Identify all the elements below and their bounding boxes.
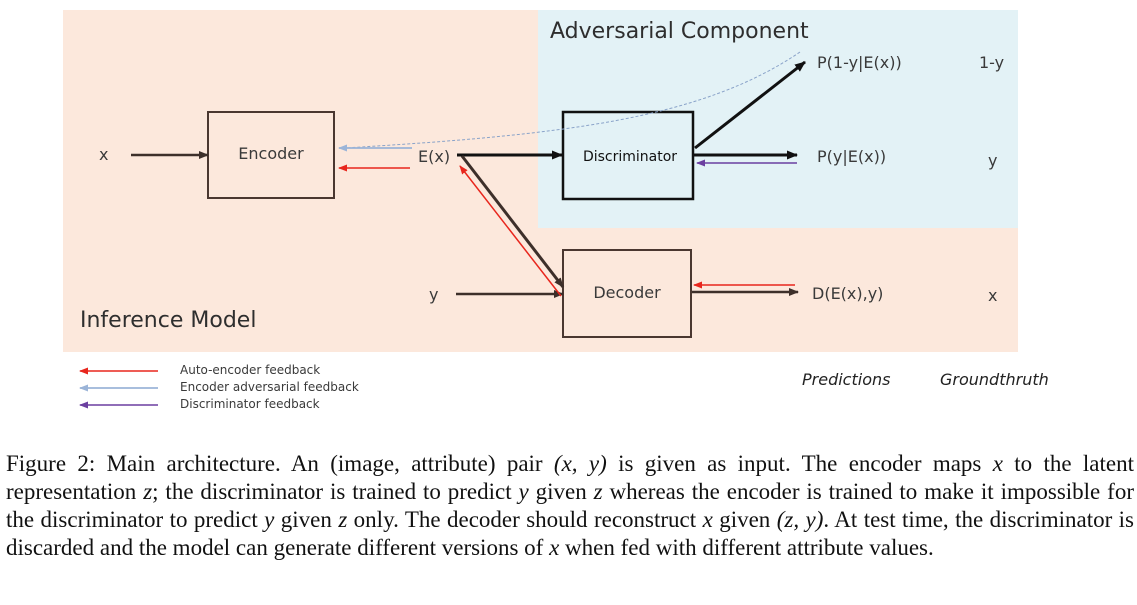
legend-label-autoencoder: Auto-encoder feedback [180,363,320,377]
reconstruction-label: D(E(x),y) [812,284,883,303]
prediction-true-label: P(y|E(x)) [817,147,886,166]
inference-model-label: Inference Model [80,308,256,333]
latent-ex-label: E(x) [418,147,450,166]
figure-caption: Figure 2: Main architecture. An (image, … [6,451,1134,560]
prediction-flipped-label: P(1-y|E(x)) [817,53,902,72]
input-y-label: y [429,285,438,304]
groundtruth-true-label: y [988,151,997,170]
legend: Auto-encoder feedback Encoder adversaria… [79,363,359,411]
discriminator-label: Discriminator [583,149,677,165]
predictions-header: Predictions [802,370,890,389]
groundtruth-header: Groundthruth [940,370,1049,389]
legend-label-discriminator: Discriminator feedback [180,397,320,411]
arrow-ex-to-decoder [460,155,565,288]
discriminator-box [561,110,695,201]
encoder-adversarial-feedback-curve [344,51,801,149]
arrow-disc-to-flipped-pred [694,60,806,150]
adversarial-component-label: Adversarial Component [550,19,809,44]
architecture-diagram: Adversarial Component Inference Model En… [63,10,1049,411]
groundtruth-reconstruction-label: x [988,286,997,305]
input-x-label: x [99,145,108,164]
legend-label-encoder-adversarial: Encoder adversarial feedback [180,380,359,394]
adversarial-component-region [538,10,1018,228]
feedback-arrow-red-to-latent [459,165,562,297]
groundtruth-flipped-label: 1-y [979,53,1004,72]
decoder-label: Decoder [593,283,661,302]
encoder-label: Encoder [238,144,304,163]
